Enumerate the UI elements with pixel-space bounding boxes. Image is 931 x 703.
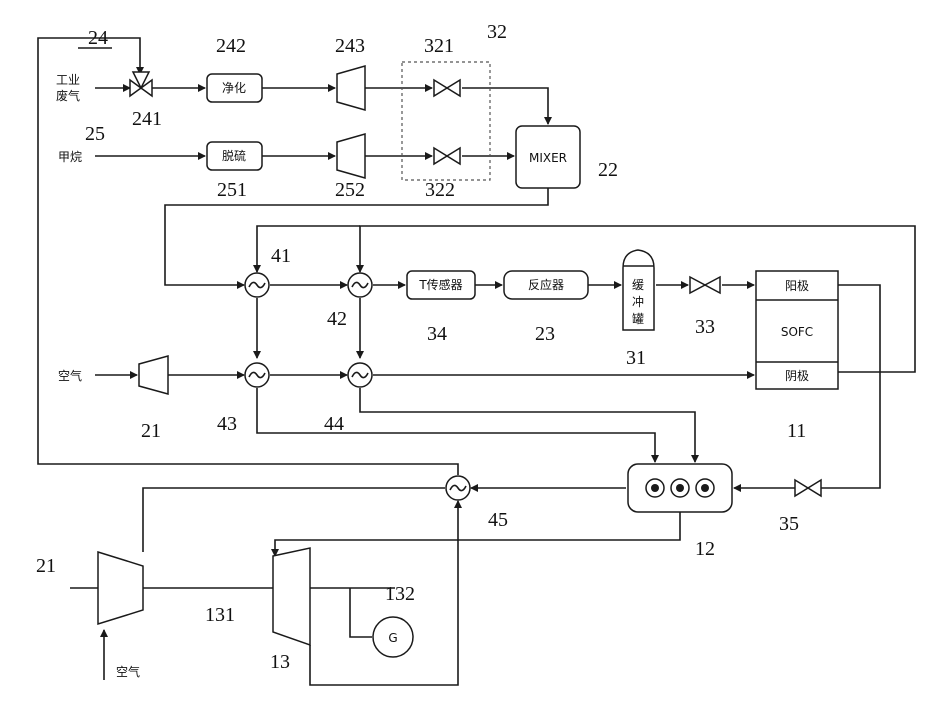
ref-22: 22 <box>598 159 618 181</box>
line-hx44-to-burner <box>360 388 695 462</box>
ref-13: 13 <box>270 651 290 673</box>
ref-252: 252 <box>335 179 365 201</box>
buffer-label-1: 缓 <box>632 278 644 292</box>
ref-33: 33 <box>695 316 715 338</box>
air-blower-21 <box>139 356 168 394</box>
heat-exchanger-44 <box>348 363 372 387</box>
air-label-2: 空气 <box>116 664 140 679</box>
heat-exchanger-45 <box>446 476 470 500</box>
desulfur-label: 脱硫 <box>222 148 246 163</box>
turbine-13 <box>273 548 310 645</box>
ref-242: 242 <box>216 35 246 57</box>
burner-nozzles <box>646 479 714 497</box>
ref-41: 41 <box>271 245 291 267</box>
valve-322 <box>434 148 460 164</box>
purify-label: 净化 <box>222 81 246 95</box>
heat-exchanger-41 <box>245 273 269 297</box>
line-hx45-to-compressor <box>143 488 445 552</box>
ref-35: 35 <box>779 513 799 535</box>
line-mixer-to-hx41 <box>165 188 548 285</box>
ref-241: 241 <box>132 108 162 130</box>
t-sensor-label: T传感器 <box>418 277 462 292</box>
compressor-252 <box>337 134 365 178</box>
ref-31: 31 <box>626 347 646 369</box>
ref-321: 321 <box>424 35 454 57</box>
heat-exchanger-42 <box>348 273 372 297</box>
line-hx43-to-burner <box>257 388 655 462</box>
buffer-label-2: 冲 <box>632 294 644 309</box>
ref-21-blower: 21 <box>141 420 161 442</box>
methane-label: 甲烷 <box>58 150 82 164</box>
ref-23: 23 <box>535 323 555 345</box>
ref-251: 251 <box>217 179 247 201</box>
ref-322: 322 <box>425 179 455 201</box>
heat-exchanger-43 <box>245 363 269 387</box>
ref-25: 25 <box>85 123 105 145</box>
buffer-label-3: 罐 <box>632 312 644 326</box>
valve-33 <box>690 277 720 293</box>
line-valve-321-to-mixer <box>462 88 548 124</box>
anode-label: 阳极 <box>785 279 809 293</box>
ref-32: 32 <box>487 21 507 43</box>
ref-24: 24 <box>88 27 108 49</box>
valve-35 <box>795 480 821 496</box>
ref-34: 34 <box>427 323 447 345</box>
ref-243: 243 <box>335 35 365 57</box>
ref-11: 11 <box>787 420 806 442</box>
reactor-label: 反应器 <box>528 277 564 292</box>
industrial-gas-label-2: 废气 <box>56 88 80 103</box>
line-turbine-exhaust <box>310 540 458 685</box>
ref-45: 45 <box>488 509 508 531</box>
industrial-gas-label-1: 工业 <box>56 73 80 87</box>
generator-label: G <box>388 631 397 645</box>
sofc-label: SOFC <box>781 325 813 339</box>
ref-44: 44 <box>324 413 344 435</box>
reference-numerals: 24 242 243 321 32 241 25 251 252 322 22 … <box>36 21 806 673</box>
line-recycle-to-valve-241 <box>38 38 458 475</box>
valve-321 <box>434 80 460 96</box>
ref-12: 12 <box>695 538 715 560</box>
cathode-label: 阴极 <box>785 369 809 383</box>
ref-132: 132 <box>385 583 415 605</box>
ref-42: 42 <box>327 308 347 330</box>
ref-21-compressor: 21 <box>36 555 56 577</box>
air-label-1: 空气 <box>58 368 82 383</box>
mixer-label: MIXER <box>529 151 567 165</box>
ref-43: 43 <box>217 413 237 435</box>
valve-group-32-box <box>402 62 490 180</box>
gt-compressor-21 <box>98 552 143 624</box>
ref-131: 131 <box>205 604 235 626</box>
compressor-243 <box>337 66 365 110</box>
line-shaft-to-generator <box>350 588 372 637</box>
three-way-valve-241 <box>130 72 152 96</box>
